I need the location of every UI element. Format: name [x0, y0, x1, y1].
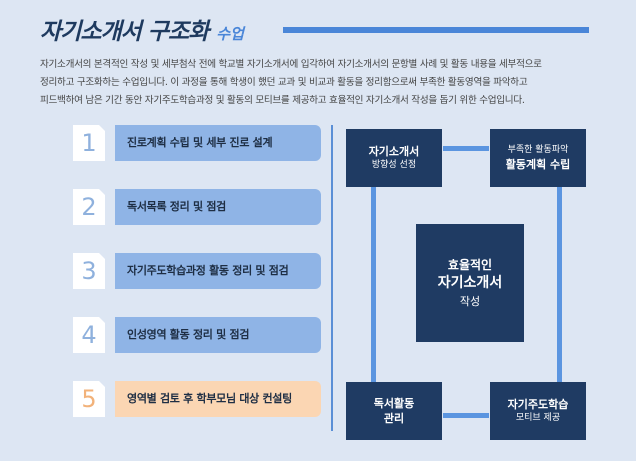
description-line: 피드백하여 남은 기간 동안 자기주도학습과정 및 활동의 모티브를 제공하고 …	[40, 95, 525, 106]
vertical-divider	[331, 125, 333, 431]
connector-right	[557, 184, 562, 382]
box-title: 관리	[383, 412, 405, 425]
step-number: 5	[73, 381, 105, 417]
step-item-3: 3 자기주도학습과정 활동 정리 및 점검	[73, 253, 323, 289]
box-title: 독서활동	[373, 397, 415, 410]
process-diagram: 자기소개서 방향성 선정 부족한 활동파악 활동계획 수립 효율적인 자기소개서…	[343, 126, 593, 446]
diagram-box-reading: 독서활동 관리	[346, 382, 442, 440]
step-item-1: 1 진로계획 수립 및 세부 진로 설계	[73, 125, 323, 161]
box-title: 자기소개서	[368, 145, 420, 158]
page-title: 자기소개서 구조화	[40, 19, 209, 45]
step-item-5: 5 영역별 검토 후 학부모님 대상 컨설팅	[73, 381, 323, 417]
center-line-3: 작성	[459, 294, 481, 308]
box-title: 자기주도학습	[507, 398, 569, 411]
connector-top	[443, 146, 489, 151]
description-line: 정리하고 구조화하는 수업입니다. 이 과정을 통해 학생이 했던 교과 및 비…	[40, 77, 528, 88]
step-number: 4	[73, 317, 105, 353]
description-line: 자기소개서의 본격적인 작성 및 세부첨삭 전에 학교별 자기소개서에 입각하여…	[40, 59, 542, 70]
description: 자기소개서의 본격적인 작성 및 세부첨삭 전에 학교별 자기소개서에 입각하여…	[40, 56, 600, 110]
title-underline	[283, 27, 589, 33]
page-subtitle: 수업	[216, 25, 244, 43]
step-label: 인성영역 활동 정리 및 점검	[115, 317, 321, 353]
connector-left	[371, 184, 376, 382]
diagram-box-center: 효율적인 자기소개서 작성	[416, 224, 524, 342]
step-label: 진로계획 수립 및 세부 진로 설계	[115, 125, 321, 161]
step-number: 3	[73, 253, 105, 289]
step-item-4: 4 인성영역 활동 정리 및 점검	[73, 317, 323, 353]
step-label: 독서목록 정리 및 점검	[115, 189, 321, 225]
box-title: 활동계획 수립	[505, 158, 571, 171]
box-subtitle: 부족한 활동파악	[507, 145, 569, 155]
center-line-2: 자기소개서	[437, 274, 503, 291]
step-label: 자기주도학습과정 활동 정리 및 점검	[115, 253, 321, 289]
step-number: 1	[73, 125, 105, 161]
connector-bottom	[443, 413, 489, 418]
step-item-2: 2 독서목록 정리 및 점검	[73, 189, 323, 225]
box-subtitle: 모티브 제공	[515, 413, 561, 423]
diagram-box-planning: 부족한 활동파악 활동계획 수립	[490, 129, 586, 187]
page-title-group: 자기소개서 구조화 수업	[40, 12, 244, 52]
step-number: 2	[73, 189, 105, 225]
box-subtitle: 방향성 선정	[371, 160, 417, 170]
diagram-box-direction: 자기소개서 방향성 선정	[346, 129, 442, 187]
step-label: 영역별 검토 후 학부모님 대상 컨설팅	[115, 381, 321, 417]
diagram-box-motivation: 자기주도학습 모티브 제공	[490, 382, 586, 440]
center-line-1: 효율적인	[447, 257, 493, 272]
